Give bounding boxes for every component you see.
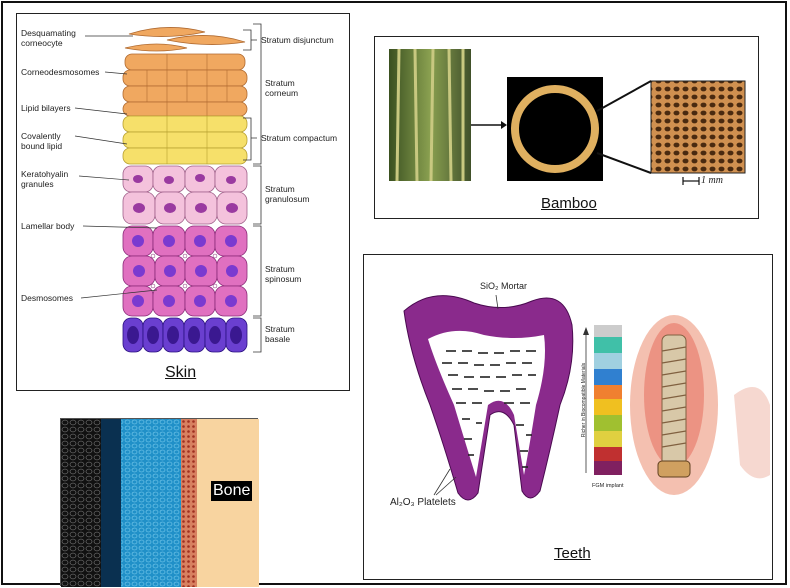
bamboo-scale-label: 1 mm — [701, 175, 723, 186]
adjacent-tooth — [734, 387, 770, 478]
bamboo-illustration — [375, 37, 760, 220]
teeth-panel: SiO₂ Mortar Al₂O₃ Platelets Richer in Bi… — [363, 254, 773, 580]
label-stratum-disjunctum: Stratum disjunctum — [261, 35, 334, 45]
label-desquamating-corneocyte: Desquamating corneocyte — [21, 28, 76, 48]
stratum-granulosum-cells — [123, 166, 247, 224]
label-stratum-corneum: Stratum corneum — [265, 78, 298, 98]
dental-implant-render — [630, 315, 718, 495]
label-stratum-spinosum: Stratum spinosum — [265, 264, 301, 284]
bamboo-grove-photo — [389, 49, 471, 181]
label-fgm-implant: FGM implant — [592, 481, 623, 491]
label-lipid-bilayers: Lipid bilayers — [21, 103, 71, 113]
teeth-caption: Teeth — [554, 545, 591, 562]
tooth-enamel — [404, 296, 573, 500]
label-gradient-axis: Richer in Biocompatible Materials — [579, 330, 589, 470]
label-stratum-basale: Stratum basale — [265, 324, 295, 344]
label-stratum-compactum: Stratum compactum — [261, 133, 337, 143]
arrow-head — [501, 121, 507, 129]
label-al2o3-platelets: Al₂O₃ Platelets — [390, 497, 456, 508]
bamboo-panel: 1 mm Bamboo — [374, 36, 759, 219]
stratum-basale-cells — [123, 318, 247, 352]
label-stratum-granulosum: Stratum granulosum — [265, 184, 309, 204]
stratum-corneum-cells — [123, 27, 247, 116]
bamboo-caption: Bamboo — [541, 195, 597, 212]
label-desmosomes: Desmosomes — [21, 293, 73, 303]
bone-panel: Bone — [60, 418, 258, 586]
skin-panel: Desquamating corneocyte Corneodesmosomes… — [16, 13, 350, 391]
stratum-compactum-cells — [123, 116, 247, 164]
label-lamellar-body: Lamellar body — [21, 221, 74, 231]
label-corneodesmosomes: Corneodesmosomes — [21, 67, 99, 77]
bone-porosity-gradient — [61, 419, 259, 587]
label-covalently-bound-lipid: Covalently bound lipid — [21, 131, 62, 151]
bamboo-ring — [515, 89, 595, 169]
teeth-illustration — [364, 255, 774, 581]
skin-caption: Skin — [165, 364, 196, 382]
label-sio2-mortar: SiO₂ Mortar — [480, 281, 527, 292]
fgm-implant-gradient — [594, 325, 622, 475]
bamboo-micrograph — [651, 81, 745, 173]
label-keratohyalin-granules: Keratohyalin granules — [21, 169, 68, 189]
bone-label: Bone — [211, 481, 252, 501]
